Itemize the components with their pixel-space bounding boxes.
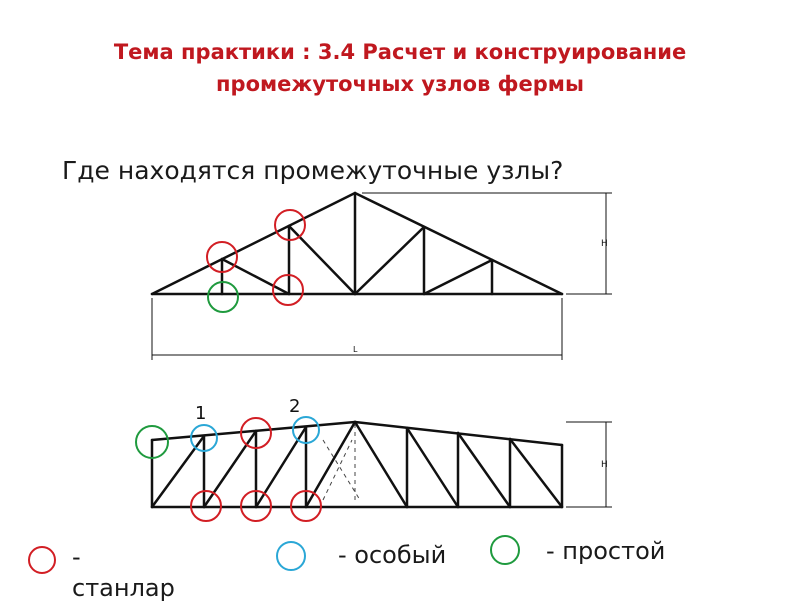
truss-1-top-chord-right	[353, 191, 564, 296]
simple-node-marker	[207, 281, 239, 313]
special-node-marker	[190, 424, 218, 452]
legend-simple-icon	[490, 535, 520, 565]
truss-1-markers	[206, 209, 306, 313]
truss-2-dashed-members	[322, 424, 361, 501]
truss-2-diagonal	[405, 426, 460, 509]
standard-node-marker	[190, 490, 222, 522]
truss-1-height-label: H	[601, 239, 608, 249]
truss-2-diagonal	[456, 431, 512, 509]
truss-1-diagonal	[353, 225, 426, 296]
truss-2-height-label: H	[601, 460, 608, 470]
truss-1-dimensions	[151, 192, 612, 360]
legend-standard-icon	[28, 546, 56, 574]
truss-2-node-1-label: 1	[195, 403, 206, 424]
truss-2-diagonal	[304, 420, 357, 509]
simple-node-marker	[135, 425, 169, 459]
truss-1-top-chord-left	[150, 191, 357, 296]
legend-simple-text: - простой	[546, 537, 666, 565]
truss-2-diagonal	[254, 425, 308, 509]
truss-2-diagonal	[353, 420, 409, 509]
truss-2-diagonal	[508, 437, 564, 509]
truss-2-markers	[135, 416, 322, 522]
title-line-1: Тема практики : 3.4 Расчет и конструиров…	[113, 40, 687, 64]
standard-node-marker	[274, 209, 306, 241]
truss-2-diagonal	[150, 434, 206, 509]
standard-node-marker	[290, 490, 322, 522]
title-line-2: промежуточных узлов фермы	[216, 72, 584, 96]
standard-node-marker	[240, 490, 272, 522]
special-node-marker	[292, 416, 320, 444]
standard-node-marker	[272, 274, 304, 306]
legend-standard-label: -	[72, 543, 81, 571]
truss-1-length-label: L	[353, 345, 358, 354]
standard-node-marker	[206, 241, 238, 273]
slide-title: Тема практики : 3.4 Расчет и конструиров…	[0, 36, 800, 100]
truss-2-diagonal	[202, 429, 258, 509]
truss-1-diagonal	[422, 258, 494, 296]
legend-standard-text: станлар	[72, 574, 175, 602]
truss-1-diagonal	[220, 257, 291, 296]
question-text: Где находятся промежуточные узлы?	[62, 156, 564, 185]
standard-node-marker	[240, 417, 272, 449]
truss-2-dimensions	[566, 421, 612, 508]
truss-2-node-2-label: 2	[289, 396, 300, 417]
legend-special-icon	[276, 541, 306, 571]
truss-2-top-chord-left	[150, 420, 357, 442]
legend-special-text: - особый	[338, 541, 447, 569]
